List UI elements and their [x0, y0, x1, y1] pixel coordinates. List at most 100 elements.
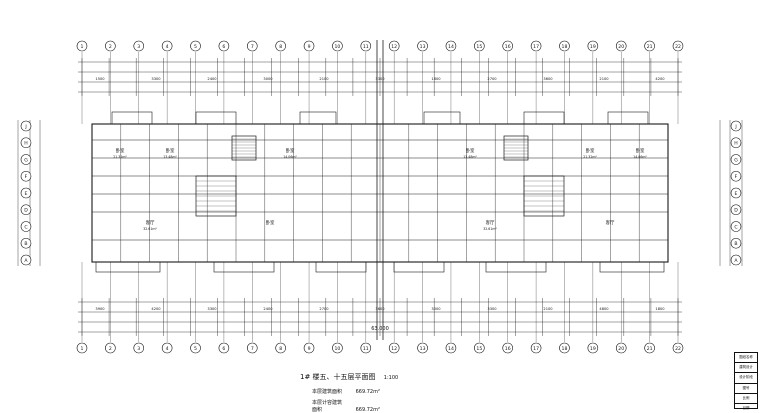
grid-bubble: 1 [76, 40, 88, 52]
grid-bubble-label: 17 [533, 346, 539, 352]
grid-bubble: 12 [388, 342, 400, 354]
grid-bubble-label: F [735, 174, 738, 180]
grid-bubble-label: 13 [420, 346, 426, 352]
dimension-text-top: 1800 [431, 77, 441, 81]
room-label: 卧室 [586, 147, 595, 154]
grid-bubble: 15 [474, 40, 485, 52]
counted-area-line: 本层计容建筑面积 669.72m² [312, 399, 380, 413]
dimension-lines [17, 58, 743, 336]
grid-bubble-label: 16 [505, 346, 511, 352]
grid-bubble-label: 5 [194, 44, 197, 50]
grid-bubble: G [730, 154, 742, 165]
grid-bubble-label: 2 [109, 346, 112, 352]
grid-bubble-label: 4 [166, 346, 169, 352]
grid-bubble: J [730, 120, 742, 132]
grid-bubble: 14 [445, 342, 457, 354]
grid-bubble-label: 15 [476, 346, 482, 352]
title-block-row: 图纸名称 [735, 353, 757, 364]
room-area-label: 13.48m² [463, 155, 477, 159]
dimension-text-top: 4200 [655, 77, 665, 81]
room-label: 客厅 [146, 219, 155, 226]
grid-bubble: C [20, 221, 32, 232]
grid-bubble-label: 11 [363, 44, 369, 50]
grid-bubble-label: 11 [363, 346, 369, 352]
grid-bubble: 14 [445, 40, 457, 52]
grid-bubble: E [20, 187, 32, 199]
top-projection [423, 111, 461, 125]
grid-bubble-label: 8 [279, 346, 282, 352]
grid-bubble: F [20, 170, 32, 182]
grid-bubble: 18 [559, 342, 570, 354]
grid-bubble-label: J [24, 124, 26, 130]
grid-bubble: 17 [530, 40, 542, 52]
grid-bubble: E [730, 187, 742, 199]
counted-area-label: 本层计容建筑面积 [312, 400, 343, 413]
grid-bubble-label: 9 [308, 44, 311, 50]
dimension-text-bottom: 3900 [95, 307, 105, 311]
top-projection [299, 111, 337, 125]
top-projection [523, 111, 565, 125]
grid-bubble-label: B [734, 241, 737, 247]
grid-bubble: 11 [360, 342, 372, 354]
top-projection [111, 111, 153, 125]
grid-bubble: 8 [275, 342, 286, 354]
dimension-text-bottom: 2400 [263, 307, 273, 311]
grid-bubble-label: 22 [675, 346, 681, 352]
dimension-text-top: 2100 [599, 77, 609, 81]
grid-bubble: A [20, 254, 32, 266]
dimension-text-top: 3300 [375, 77, 385, 81]
grid-bubble-label: F [25, 174, 28, 180]
grid-bubble-label: D [734, 208, 738, 214]
grid-bubble: B [730, 237, 742, 249]
grid-bubble-label: J [734, 124, 736, 130]
dimension-text-bottom: 3600 [375, 307, 385, 311]
grid-bubble-label: B [24, 241, 27, 247]
grid-bubble: G [20, 154, 32, 165]
dimension-text-bottom: 3300 [487, 307, 497, 311]
grid-bubble: 6 [218, 342, 230, 354]
grid-bubble-label: 6 [222, 346, 225, 352]
dimension-text-top: 3600 [543, 77, 553, 81]
grid-bubble: 9 [303, 342, 315, 354]
grid-bubble-label: 17 [533, 44, 539, 50]
drawing-scale: 1:100 [383, 375, 399, 381]
room-label: 客厅 [486, 219, 495, 226]
balcony [315, 261, 367, 273]
grid-bubble-label: H [24, 141, 27, 147]
title-block-row: 日期 [742, 405, 750, 410]
grid-bubble-label: C [734, 224, 737, 230]
grid-bubble: 13 [417, 342, 428, 354]
grid-bubble-label: 12 [391, 44, 397, 50]
floor-area-value: 669.72m² [355, 389, 380, 395]
grid-bubble: 21 [644, 40, 655, 52]
grid-bubble: 13 [417, 40, 428, 52]
grid-bubble-label: 10 [334, 346, 340, 352]
top-projection [607, 111, 649, 125]
title-block-row: 建筑设计 [735, 363, 757, 374]
title-block-row: 设计阶段 [735, 373, 757, 384]
room-label: 卧室 [466, 147, 475, 154]
top-projection [195, 111, 237, 125]
balcony [485, 261, 547, 273]
dimension-text-top: 2400 [207, 77, 217, 81]
grid-bubble: 12 [388, 40, 400, 52]
grid-bubble: 10 [332, 40, 343, 52]
grid-bubble: A [730, 254, 742, 266]
grid-bubble-label: 20 [618, 44, 624, 50]
room-area-label: 32.61m² [483, 227, 497, 231]
grid-bubble-label: 10 [334, 44, 340, 50]
room-area-label: 21.32m² [113, 155, 127, 159]
grid-bubble-label: C [24, 224, 27, 230]
drawing-title-text: 1# 楼五、十五层平面图 [300, 373, 376, 381]
grid-bubble: 10 [332, 342, 343, 354]
grid-bubble: J [20, 120, 32, 132]
grid-bubble: D [730, 204, 742, 216]
room-area-label: 21.32m² [583, 155, 597, 159]
grid-bubble: 22 [672, 40, 684, 52]
grid-bubble: 17 [530, 342, 542, 354]
